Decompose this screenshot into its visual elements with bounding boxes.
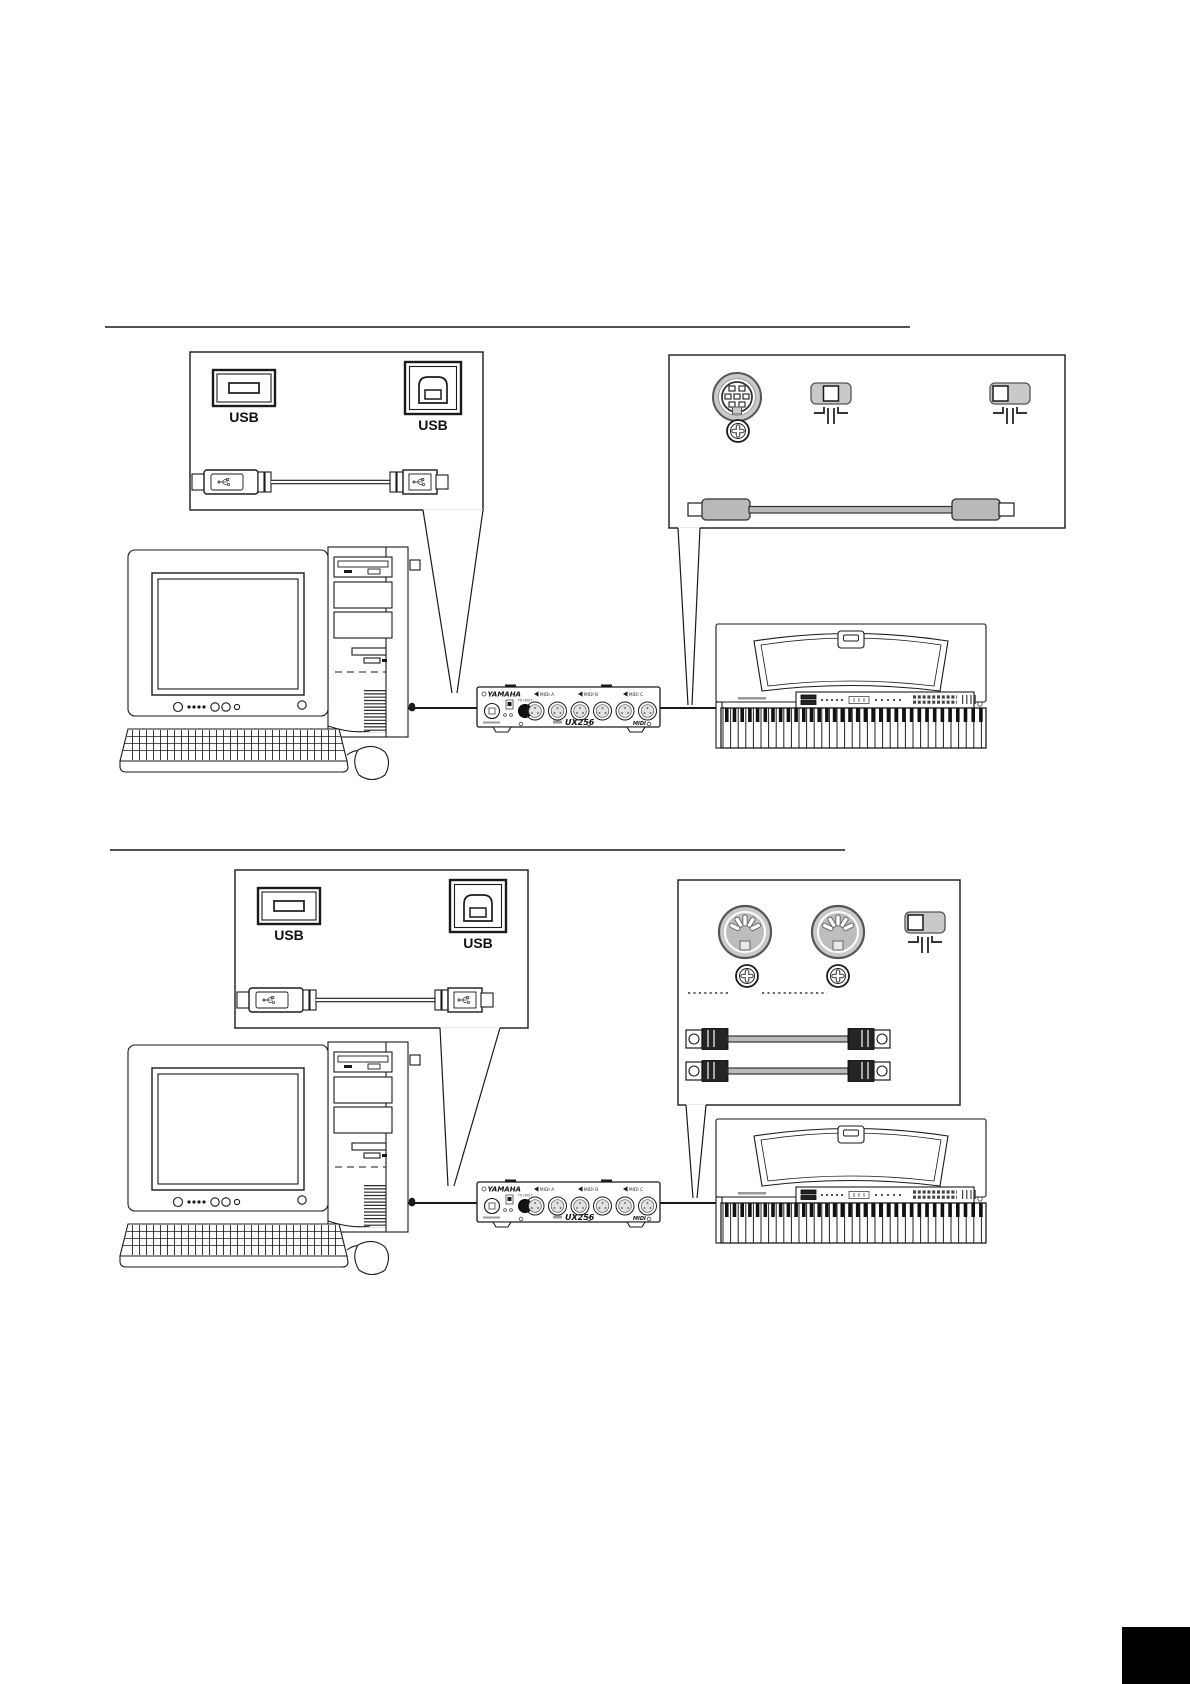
usb-b-label: USB [418,417,448,433]
diagram-serial-connection: USB USB [105,326,1066,780]
callout-tail [440,1027,500,1186]
usb-a-label: USB [274,927,304,943]
callout-tail [423,509,483,693]
page-number-tab [1122,1627,1190,1684]
diagram-midi-connection: USB USB [110,849,986,1275]
callout-tail [686,1104,706,1198]
usb-a-label: USB [229,409,259,425]
callout-tail [678,527,700,705]
usb-b-label: USB [463,935,493,951]
